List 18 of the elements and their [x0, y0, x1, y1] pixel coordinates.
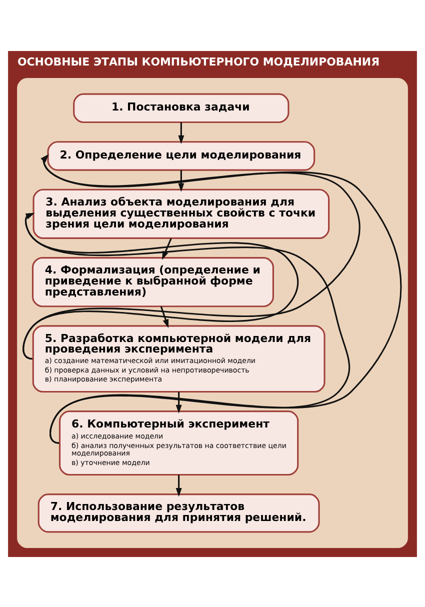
node-box: 3. Анализ объекта моделирования для выделения существенных свойств с точки зрения цели моделирования — [32, 188, 330, 238]
arrow — [22, 154, 360, 360]
arrow — [176, 391, 182, 413]
node-box: 2. Определение цели моделирования — [47, 140, 316, 170]
diagram-title: ОСНОВНЫЕ ЭТАПЫ КОМПЬЮТЕРНОГО МОДЕЛИРОВАНИЯ — [17, 54, 380, 68]
arrow — [178, 170, 184, 192]
arrow — [160, 306, 169, 328]
node-box: 5. Разработка компьютерной модели для проведения эксперимента а) создание математической или имитационной модели б) проверка данных и условий на непротиворечивость в) планирование эксперимента — [32, 324, 326, 392]
arrow — [22, 212, 299, 360]
node-box: 6. Компьютерный эксперимент а) исследование модели б) анализ полученных результатов на соответствие цели моделирования в) уточнение модели — [58, 410, 299, 476]
node-box: 4. Формализация (определение и приведение к выбранной форме представления) — [32, 256, 274, 307]
node-box: 1. Постановка задачи — [73, 92, 290, 123]
cluster — [17, 78, 408, 548]
arrow — [162, 238, 172, 260]
arrow — [178, 122, 184, 144]
node-box: 7. Использование результатов моделирования для принятия решений. — [38, 493, 320, 532]
arrow — [25, 212, 350, 444]
arrow — [176, 474, 182, 496]
